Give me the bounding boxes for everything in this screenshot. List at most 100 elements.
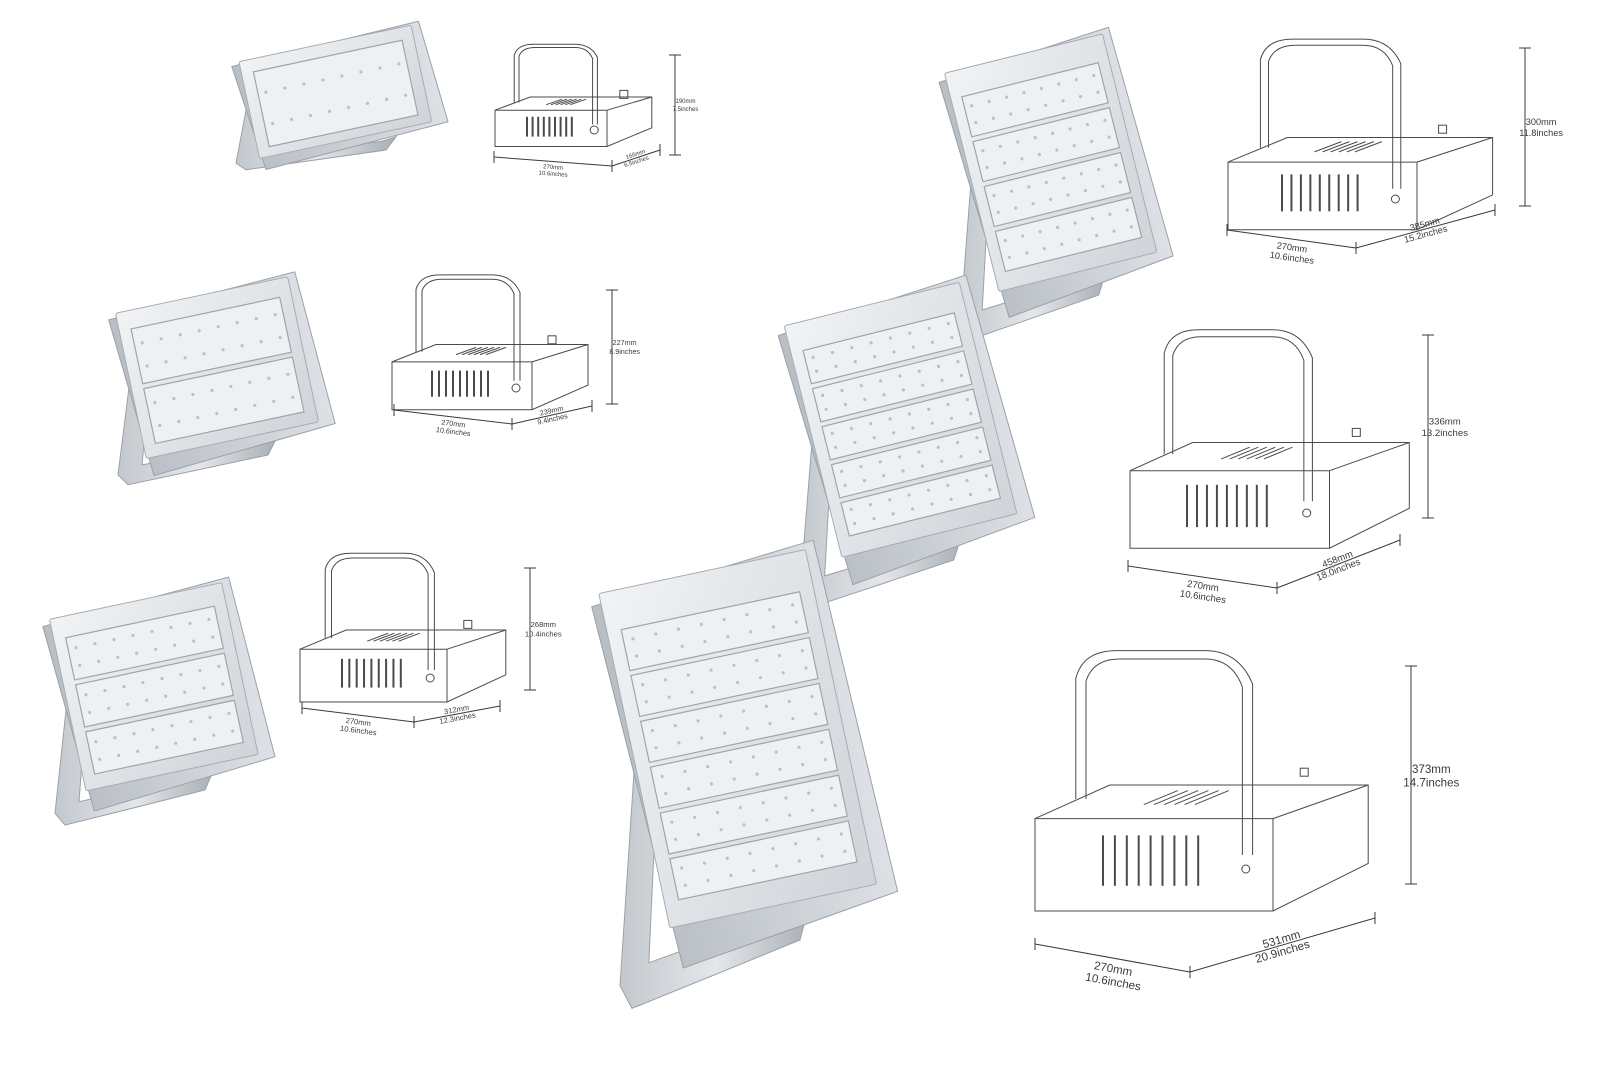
height-mm-label: 373mm bbox=[1412, 763, 1451, 776]
lamp-body bbox=[231, 20, 449, 171]
led-chip bbox=[797, 745, 801, 749]
floodlight-photo-p2 bbox=[108, 271, 336, 486]
led-chip bbox=[158, 423, 162, 428]
led-chip bbox=[820, 740, 824, 745]
cooling-fin bbox=[1255, 446, 1285, 460]
lamp-body bbox=[108, 271, 336, 477]
led-chip bbox=[667, 695, 671, 699]
led-chip bbox=[690, 690, 694, 694]
led-chip bbox=[722, 731, 727, 735]
led-chip bbox=[259, 340, 263, 344]
led-chip bbox=[706, 765, 710, 769]
height-mm-label: 300mm bbox=[1526, 117, 1557, 127]
led-chip bbox=[940, 459, 944, 463]
led-chip bbox=[897, 455, 902, 459]
led-chip bbox=[898, 374, 902, 378]
led-chip bbox=[996, 210, 1000, 215]
handle-bracket-outline bbox=[513, 43, 598, 125]
led-chip bbox=[378, 66, 382, 70]
led-chip bbox=[703, 639, 707, 644]
led-chip bbox=[264, 90, 268, 94]
height-in-label: 11.8inches bbox=[1519, 128, 1563, 138]
led-chip bbox=[676, 627, 681, 631]
led-chip bbox=[179, 672, 183, 677]
led-chip bbox=[178, 333, 182, 337]
led-chip bbox=[191, 392, 195, 397]
led-chip bbox=[1003, 238, 1007, 243]
width-mm-label: 270mm bbox=[441, 418, 466, 430]
bracket-knob bbox=[1302, 508, 1312, 518]
led-chip bbox=[765, 818, 769, 822]
led-module bbox=[821, 388, 983, 461]
handle-bracket-inner bbox=[331, 557, 429, 670]
bracket-knob bbox=[1241, 864, 1251, 874]
floodlight-photo-p6 bbox=[591, 539, 899, 1010]
led-chip bbox=[768, 608, 772, 612]
led-chip bbox=[768, 721, 772, 726]
led-chip bbox=[680, 644, 684, 648]
depth-dimension-line bbox=[611, 149, 661, 167]
led-chip bbox=[272, 399, 276, 403]
led-chip bbox=[283, 86, 287, 90]
led-chip bbox=[397, 62, 401, 66]
led-chip bbox=[729, 873, 733, 878]
led-module bbox=[630, 636, 819, 718]
led-chip bbox=[738, 806, 742, 810]
led-chip bbox=[1092, 73, 1096, 78]
led-chip bbox=[78, 663, 82, 667]
led-chip bbox=[719, 714, 723, 718]
led-chip bbox=[670, 820, 674, 824]
cooling-fin bbox=[1263, 446, 1293, 460]
led-chip bbox=[696, 719, 700, 723]
led-chip bbox=[926, 488, 931, 492]
led-chip bbox=[1095, 233, 1099, 238]
led-chip bbox=[641, 683, 645, 687]
led-chip bbox=[949, 416, 954, 421]
led-chip bbox=[650, 728, 655, 733]
led-chip bbox=[1068, 127, 1072, 131]
cooling-fin bbox=[1143, 790, 1178, 806]
led-chip bbox=[974, 121, 978, 125]
led-chip bbox=[840, 469, 844, 474]
bracket-knob bbox=[511, 383, 521, 393]
led-chip bbox=[215, 411, 219, 416]
led-chip bbox=[975, 436, 979, 440]
led-chip bbox=[1077, 238, 1081, 242]
housing-edge bbox=[446, 629, 506, 650]
led-chip bbox=[755, 658, 759, 663]
led-chip bbox=[660, 774, 664, 778]
led-chip bbox=[843, 849, 847, 853]
cooling-fin bbox=[1322, 141, 1350, 153]
width-mm-label: 270mm bbox=[1186, 579, 1219, 595]
led-chip bbox=[1074, 78, 1078, 82]
led-chip bbox=[872, 517, 876, 521]
led-chip bbox=[888, 417, 892, 421]
led-chip bbox=[693, 815, 697, 819]
led-chip bbox=[74, 646, 78, 650]
led-chip bbox=[823, 758, 828, 762]
depth-dimension-line bbox=[413, 705, 501, 723]
led-chip bbox=[777, 653, 782, 658]
led-chip bbox=[830, 350, 835, 355]
led-module bbox=[639, 682, 829, 764]
led-chip bbox=[229, 384, 233, 389]
led-chip bbox=[794, 842, 798, 846]
cooling-fin bbox=[367, 632, 389, 642]
led-chip bbox=[927, 326, 931, 330]
led-chip bbox=[208, 715, 212, 720]
line-drawing-p4 bbox=[1227, 38, 1494, 231]
cooling-fin bbox=[373, 632, 395, 642]
led-chip bbox=[965, 478, 969, 483]
led-chip bbox=[801, 762, 805, 767]
led-chip bbox=[340, 74, 344, 78]
cooling-fin bbox=[1164, 790, 1199, 806]
led-chip bbox=[664, 791, 668, 796]
cooling-fin bbox=[473, 346, 495, 356]
